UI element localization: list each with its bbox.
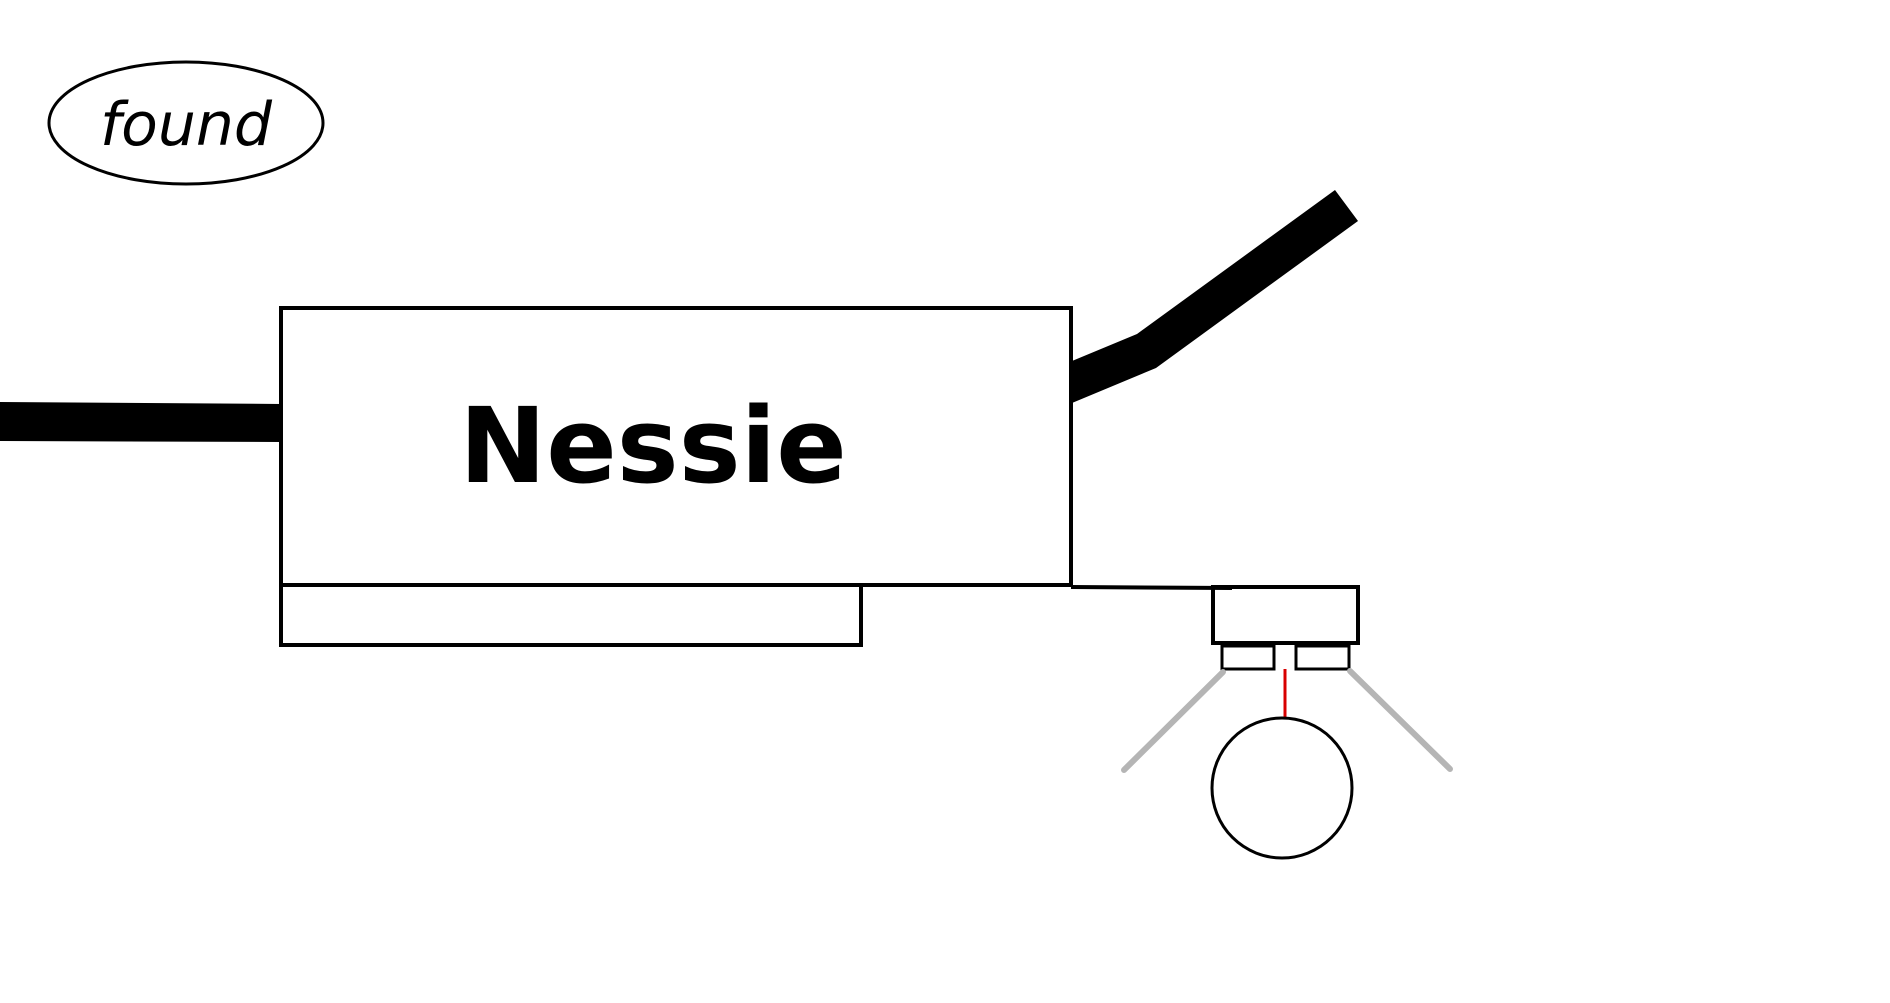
base-strip: [279, 585, 863, 647]
gray-leg-left: [1121, 669, 1226, 773]
box-to-device-line: [1070, 585, 1233, 590]
nessie-box: Nessie: [279, 306, 1073, 587]
left-thick-connector: [0, 402, 282, 442]
right-thick-connector: [1072, 190, 1358, 403]
nessie-box-label: Nessie: [459, 385, 847, 507]
circle-node: [1210, 716, 1354, 860]
device-foot-right: [1294, 644, 1351, 671]
nessie-box-rect: [279, 306, 1073, 587]
device: [1211, 585, 1360, 671]
found-badge-label: found: [100, 90, 273, 160]
device-body: [1211, 585, 1360, 645]
found-badge-ellipse: [47, 60, 325, 186]
gray-leg-right: [1347, 668, 1453, 772]
device-foot-left: [1220, 644, 1276, 671]
found-badge: found: [47, 60, 325, 186]
